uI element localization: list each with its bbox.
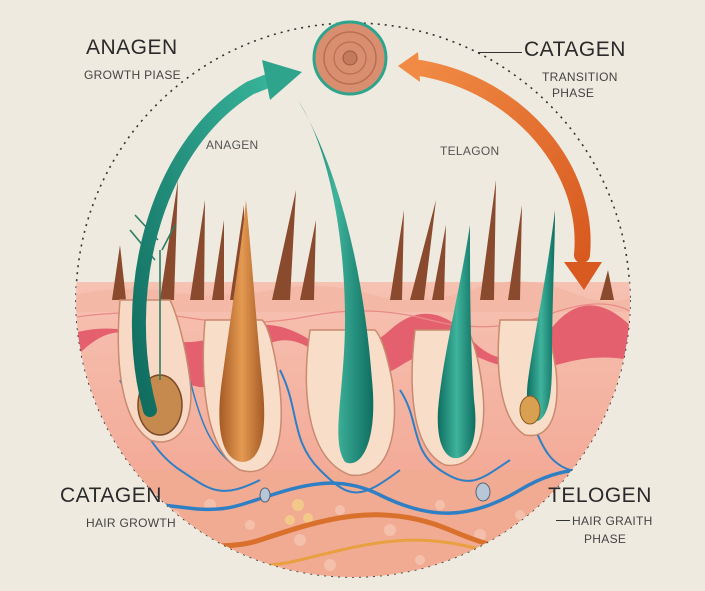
catagen-cycle-arrow bbox=[398, 52, 602, 290]
bottom-left-phase-title: CATAGEN bbox=[60, 484, 162, 507]
follicle-telogen bbox=[497, 210, 558, 437]
bottom-right-phase-subtitle-1: HAIR GRAITH bbox=[572, 514, 653, 528]
top-left-phase-subtitle: GROWTH PIASE bbox=[84, 68, 181, 82]
follicle-teal-tall bbox=[298, 100, 396, 476]
bottom-right-rule bbox=[556, 520, 570, 521]
anagen-cycle-arrow bbox=[131, 60, 302, 417]
top-right-phase-title: CATAGEN bbox=[524, 38, 626, 61]
top-left-phase-title: ANAGEN bbox=[86, 36, 178, 59]
hair-cross-section-icon bbox=[312, 20, 388, 96]
follicle-copper bbox=[202, 200, 282, 473]
top-right-rule bbox=[478, 52, 522, 53]
top-right-phase-subtitle-2: PHASE bbox=[552, 86, 595, 100]
inner-label-left: ANAGEN bbox=[206, 138, 259, 152]
surface-hairs bbox=[112, 180, 614, 300]
inner-label-right: TELAGON bbox=[440, 144, 500, 158]
bottom-left-phase-subtitle: HAIR GROWTH bbox=[86, 516, 176, 530]
top-right-phase-subtitle-1: TRANSITION bbox=[542, 70, 618, 84]
bottom-right-phase-subtitle-2: PHASE bbox=[584, 532, 627, 546]
bottom-right-phase-title: TELOGEN bbox=[548, 484, 652, 507]
follicle-teal-medium bbox=[411, 225, 485, 467]
